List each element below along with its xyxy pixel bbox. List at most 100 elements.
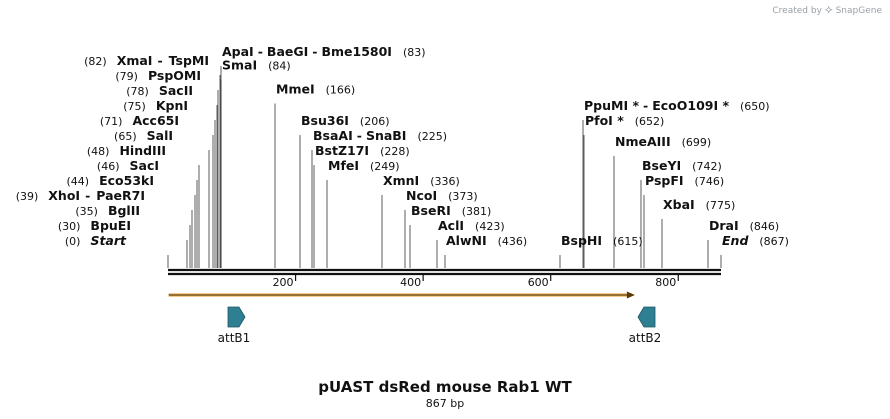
site-label-30[interactable]: PspFI(746) [645, 173, 724, 188]
site-name: BspHI [561, 233, 602, 248]
site-name: SacII [159, 83, 193, 98]
site-label-20[interactable]: XmnI(336) [383, 173, 460, 188]
site-name: KpnI [156, 98, 188, 113]
site-label-22[interactable]: BseRI(381) [411, 203, 491, 218]
site-label-26[interactable]: PpuMI *-EcoO109I *(650) [584, 98, 770, 113]
backbone [168, 268, 721, 276]
site-label-5[interactable]: SacI(46) [97, 158, 159, 173]
site-label-29[interactable]: BseYI(742) [642, 158, 722, 173]
site-label-3[interactable]: PaeR7I-XhoI(39) [16, 188, 145, 203]
site-position: (867) [759, 235, 789, 248]
site-separator: - [258, 44, 263, 59]
site-position: (84) [268, 60, 291, 73]
attB1-label: attB1 [218, 331, 251, 345]
site-name: - [157, 53, 162, 68]
site-separator: - [357, 128, 362, 143]
site-name: HindIII [119, 143, 166, 158]
site-label-14[interactable]: ApaI-BaeGI-Bme1580I(83) [222, 44, 426, 59]
site-position: (650) [740, 100, 770, 113]
site-label-1[interactable]: BpuEI(30) [58, 218, 131, 233]
site-position: (0) [65, 235, 81, 248]
site-position: (65) [114, 130, 137, 143]
site-name: BsaAI [313, 128, 353, 143]
site-position: (166) [326, 84, 356, 97]
site-label-32[interactable]: DraI(846) [709, 218, 779, 233]
site-label-19[interactable]: MfeI(249) [328, 158, 400, 173]
site-label-23[interactable]: AclI(423) [438, 218, 505, 233]
site-position: (35) [75, 205, 98, 218]
site-label-18[interactable]: BstZ17I(228) [315, 143, 410, 158]
site-label-8[interactable]: Acc65I (71) [100, 113, 179, 128]
site-name: EcoO109I * [652, 98, 729, 113]
site-name: BaeGI [267, 44, 308, 59]
site-name: SalI [147, 128, 173, 143]
site-label-11[interactable]: PspOMI (79) [115, 68, 201, 83]
site-name: XhoI [48, 188, 80, 203]
ruler-tick-label-1: 400 [400, 276, 421, 289]
site-position: (75) [123, 100, 146, 113]
site-labels: Start(0)BpuEI(30)BglII (35) PaeR7I-XhoI(39… [16, 44, 789, 248]
site-name: - [85, 188, 90, 203]
site-label-16[interactable]: Bsu36I(206) [301, 113, 390, 128]
site-position: (44) [67, 175, 90, 188]
site-label-25[interactable]: BspHI(615) [561, 233, 643, 248]
site-position: (652) [635, 115, 665, 128]
site-label-12[interactable]: TspMI-XmaI(82) [84, 53, 209, 68]
site-label-27[interactable]: PfoI *(652) [585, 113, 664, 128]
site-position: (699) [682, 136, 712, 149]
feature-attB2[interactable]: attB2 [629, 306, 662, 345]
site-name: Acc65I [132, 113, 179, 128]
site-position: (436) [498, 235, 528, 248]
ruler-tick-label-0: 200 [273, 276, 294, 289]
site-name: AclI [438, 218, 464, 233]
ruler: 200 400 600 800 [273, 275, 679, 289]
site-position: (206) [360, 115, 390, 128]
map-length: 867 bp [425, 397, 465, 410]
credit-prefix: Created by [772, 6, 822, 16]
site-name: MfeI [328, 158, 359, 173]
site-name: BstZ17I [315, 143, 369, 158]
site-position: (746) [695, 175, 725, 188]
credit-brand: SnapGene [835, 6, 882, 16]
site-name: SnaBI [366, 128, 407, 143]
site-name: AlwNI [446, 233, 487, 248]
site-label-2[interactable]: BglII (35) [75, 203, 140, 218]
site-position: (336) [430, 175, 460, 188]
site-position: (71) [100, 115, 123, 128]
site-name: NmeAIII [615, 134, 671, 149]
site-name: TspMI [169, 53, 209, 68]
site-position: (775) [706, 199, 736, 212]
site-label-17[interactable]: BsaAI-SnaBI(225) [313, 128, 447, 143]
site-lines [167, 66, 722, 268]
site-name: PspOMI [148, 68, 201, 83]
site-position: (48) [87, 145, 110, 158]
site-position: (373) [448, 190, 478, 203]
site-label-15[interactable]: MmeI(166) [276, 82, 355, 97]
feature-attB1[interactable]: attB1 [218, 306, 251, 345]
site-label-7[interactable]: SalI (65) [114, 128, 173, 143]
ruler-tick-label-2: 600 [528, 276, 549, 289]
site-position: (30) [58, 220, 81, 233]
site-label-6[interactable]: HindIII (48) [87, 143, 166, 158]
site-label-13[interactable]: SmaI(84) [222, 58, 291, 73]
site-label-0[interactable]: Start(0) [65, 233, 127, 248]
site-label-33[interactable]: End(867) [722, 233, 789, 248]
site-label-21[interactable]: NcoI(373) [406, 188, 478, 203]
site-position: (79) [115, 70, 138, 83]
site-label-24[interactable]: AlwNI (436) [446, 233, 527, 248]
site-label-9[interactable]: KpnI (75) [123, 98, 188, 113]
snapgene-logo-icon: ⟡ [824, 2, 833, 16]
site-label-10[interactable]: SacII (78) [126, 83, 193, 98]
site-label-28[interactable]: NmeAIII (699) [615, 134, 711, 149]
site-name: BglII [108, 203, 140, 218]
site-name: PpuMI * [584, 98, 639, 113]
site-label-4[interactable]: Eco53kI(44) [67, 173, 155, 188]
site-position: (846) [750, 220, 780, 233]
orf-arrowhead [626, 291, 635, 299]
site-name: SacI [130, 158, 160, 173]
ruler-tick-label-3: 800 [655, 276, 676, 289]
site-label-31[interactable]: XbaI(775) [663, 197, 735, 212]
site-position: (78) [126, 85, 149, 98]
site-name: BseYI [642, 158, 681, 173]
site-position: (381) [462, 205, 492, 218]
